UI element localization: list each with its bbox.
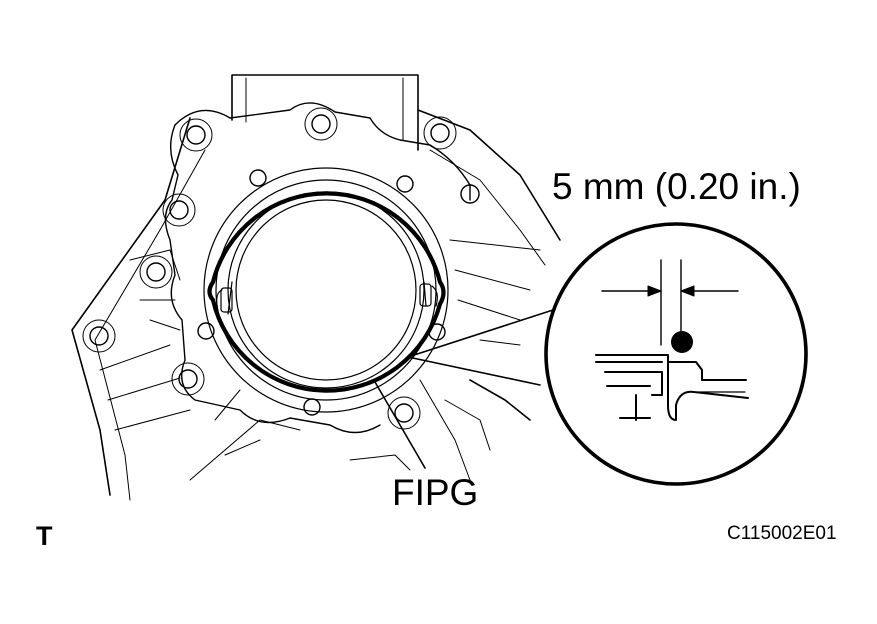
bolt-hole — [197, 322, 215, 340]
bolt-hole — [89, 326, 109, 346]
bolt-hole — [394, 403, 414, 423]
bolt-hole — [396, 175, 414, 193]
bolt-bosses — [82, 107, 480, 430]
figure-code: C115002E01 — [727, 523, 837, 544]
bolt-hole — [303, 398, 321, 416]
fipg-bead-dot — [671, 331, 693, 353]
retainer-flange — [203, 167, 449, 413]
bolt-hole — [430, 123, 450, 143]
bolt-hole — [186, 125, 206, 145]
bolt-hole — [169, 200, 189, 220]
bolt-hole — [178, 369, 198, 389]
detail-view — [544, 222, 808, 486]
detail-circle — [544, 222, 808, 486]
detail-callout-leader — [407, 309, 554, 386]
bore — [235, 199, 417, 381]
dimension-label: 5 mm (0.20 in.) — [552, 166, 801, 207]
bolt-hole — [460, 184, 480, 204]
bolt-hole — [146, 262, 166, 282]
leader-lines — [374, 309, 554, 469]
transmission-case — [71, 74, 561, 501]
corner-mark: T — [36, 521, 53, 551]
bolt-hole — [311, 114, 331, 134]
bolt-hole — [249, 169, 267, 187]
fipg-leader — [374, 381, 426, 469]
fipg-bead — [207, 191, 446, 393]
fipg-label: FIPG — [392, 472, 479, 513]
